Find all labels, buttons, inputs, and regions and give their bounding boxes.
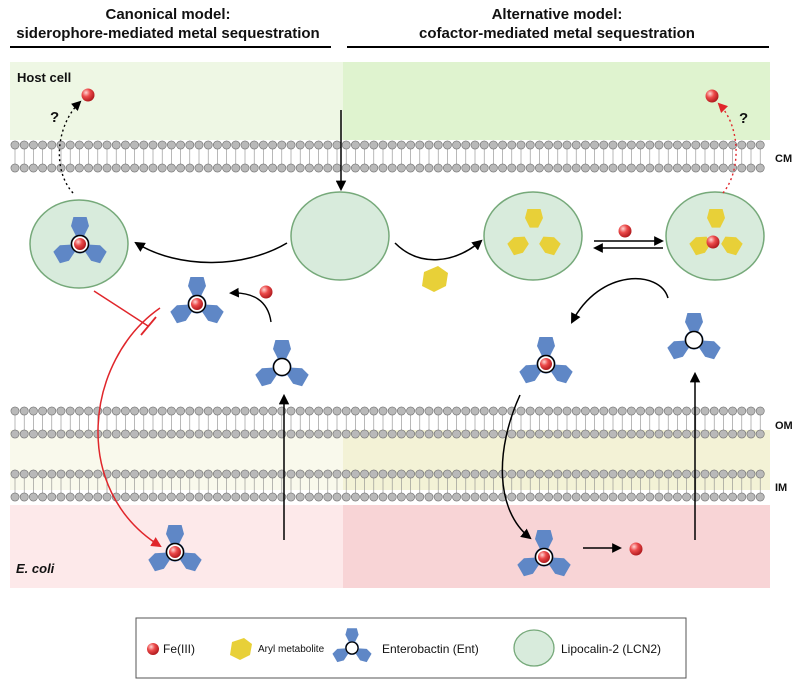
capture-arrow-left xyxy=(134,241,288,264)
cm-bilayer xyxy=(10,140,765,173)
fe-ion-fe-ent-host-right xyxy=(540,358,552,370)
inhibition-bar xyxy=(140,316,157,336)
legend: Fe(III) Aryl metabolite Enterobactin (En… xyxy=(135,617,687,679)
host-cell-label: Host cell xyxy=(17,70,71,85)
apo-center-host-left xyxy=(272,357,292,377)
ecoli-label: E. coli xyxy=(16,561,55,576)
cm-label: CM xyxy=(775,153,792,165)
legend-lcn2-icon xyxy=(513,629,555,667)
legend-ent-label: Enterobactin (Ent) xyxy=(382,642,479,656)
fe-ion-equilibrium xyxy=(618,224,632,238)
uptake-arrow-right xyxy=(501,394,532,540)
left-title-line2: siderophore-mediated metal sequestration xyxy=(16,25,319,42)
fe-ion-in-lcn2 xyxy=(74,238,86,250)
membranes xyxy=(10,140,765,502)
apo-center-host-right xyxy=(684,330,704,350)
legend-fe-icon xyxy=(147,643,159,655)
right-title-line2: cofactor-mediated metal sequestration xyxy=(419,25,695,42)
cytoplasm-right xyxy=(343,505,770,588)
ent-to-lcn2-arrow xyxy=(571,278,669,324)
legend-aryl-label: Aryl metabolite xyxy=(258,644,325,655)
fe-ion-cyto-left xyxy=(169,546,181,558)
aryl-metabolite-free xyxy=(422,266,448,292)
om-bilayer xyxy=(10,406,765,439)
right-title-line1: Alternative model: xyxy=(492,6,623,23)
unknown-mark-left: ? xyxy=(50,109,59,126)
legend-ent-center xyxy=(345,641,359,655)
alternative-model: ? xyxy=(394,89,765,579)
unknown-mark-right: ? xyxy=(739,110,748,127)
left-title-line1: Canonical model: xyxy=(105,6,230,23)
host-region-left xyxy=(10,62,343,140)
lcn2-empty xyxy=(290,191,390,281)
inhibition-line xyxy=(93,290,149,327)
dotted-export-arrow-right xyxy=(717,102,737,194)
lcn2-aryl-complex xyxy=(483,191,583,281)
uptake-arrow-left xyxy=(97,307,162,548)
fe-ion-cyto-right xyxy=(538,551,550,563)
fe-ion-fe-ent-host xyxy=(191,298,203,310)
fe-ion-released xyxy=(629,542,643,556)
periplasm-left xyxy=(10,430,343,490)
model-titles: Canonical model: siderophore-mediated me… xyxy=(10,6,769,48)
canonical-model: ? xyxy=(29,88,390,574)
fe-loading-arrow xyxy=(229,287,272,323)
fe-ion-host-right xyxy=(705,89,719,103)
fe-ion-in-lcn2-right xyxy=(706,235,720,249)
aryl-binding-arrow xyxy=(394,239,483,261)
legend-aryl-icon xyxy=(230,638,252,660)
fe-ion-free-left xyxy=(259,285,273,299)
im-label: IM xyxy=(775,482,787,494)
om-label: OM xyxy=(775,420,793,432)
im-bilayer xyxy=(10,469,765,502)
legend-box xyxy=(135,617,687,679)
periplasm-right xyxy=(343,430,770,490)
legend-lcn2-label: Lipocalin-2 (LCN2) xyxy=(561,642,661,656)
legend-fe-label: Fe(III) xyxy=(163,642,195,656)
fe-ion-host-left xyxy=(81,88,95,102)
host-region-right xyxy=(343,62,770,140)
